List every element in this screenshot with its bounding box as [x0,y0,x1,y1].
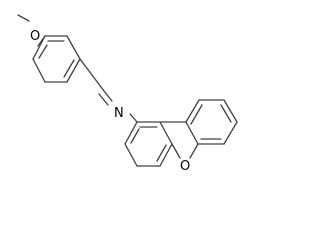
methoxy-oxygen-label: O [30,29,40,44]
bonds [17,14,238,167]
bond-ring-methine [79,58,105,92]
imine-double-bond [98,90,113,106]
methoxyphenyl-ring [32,35,81,83]
atom-labels: O N O [30,29,190,174]
imine-nitrogen-label: N [114,106,124,121]
bond-nitrogen-ring [129,113,138,123]
dibenzofuran-right-ring [185,99,238,145]
structure-canvas: O N O [17,14,238,174]
furan-oxygen-label: O [180,159,190,174]
dibenzofuran-left-ring [124,121,173,167]
furan-ring [159,121,199,159]
molecule-structure: O N O [17,14,238,174]
bond-methyl-oxygen [17,14,30,22]
